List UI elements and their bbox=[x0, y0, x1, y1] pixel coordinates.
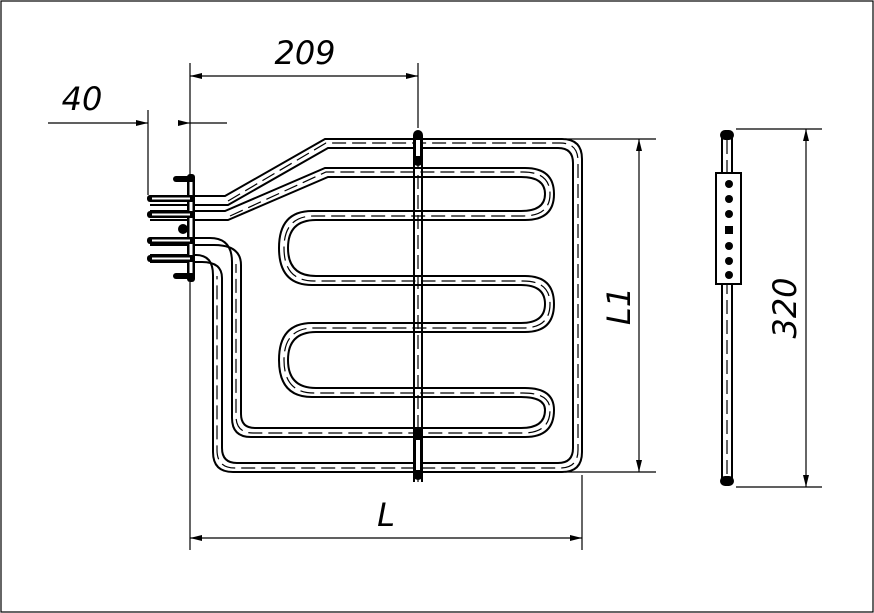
dim-label-L: L bbox=[377, 496, 395, 534]
dim-label-L1: L1 bbox=[600, 287, 638, 325]
mount-tab-bottom bbox=[173, 273, 195, 279]
dim-label-40: 40 bbox=[62, 80, 103, 118]
dimension-209: 209 bbox=[189, 34, 419, 175]
dimension-L1: L1 bbox=[565, 138, 656, 473]
terminal-pins bbox=[147, 195, 195, 262]
outer-tube-loop bbox=[150, 138, 583, 473]
heating-element-side-view bbox=[715, 130, 742, 486]
dimension-40: 40 bbox=[48, 80, 227, 195]
inner-serpentine-tube bbox=[150, 167, 556, 438]
terminal-bracket bbox=[147, 174, 195, 282]
ground-stud bbox=[178, 224, 188, 234]
dimension-320: 320 bbox=[736, 128, 822, 488]
side-terminal-studs bbox=[725, 180, 733, 279]
mount-tab-top bbox=[173, 176, 195, 182]
dimension-L: L bbox=[189, 282, 583, 550]
dim-label-209: 209 bbox=[274, 34, 335, 72]
dim-label-320: 320 bbox=[766, 277, 804, 338]
vertical-support-bar bbox=[413, 130, 423, 482]
heating-element-front-view bbox=[147, 130, 583, 482]
